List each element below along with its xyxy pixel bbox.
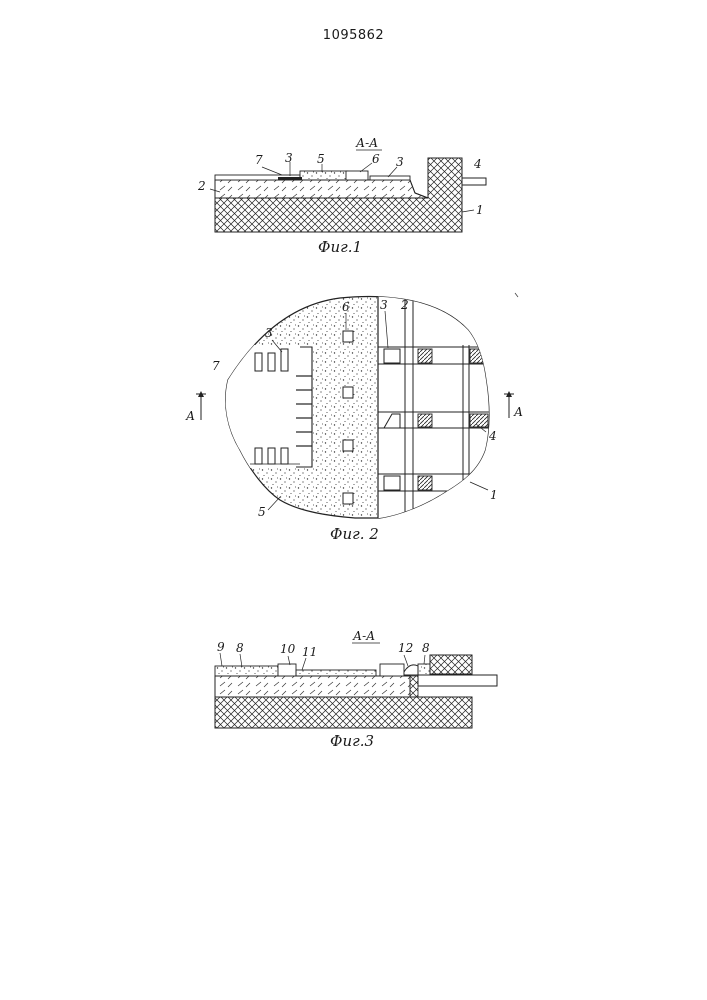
fig2-section-mark-right: А	[513, 405, 523, 419]
fig2-label-6: 6	[342, 300, 350, 314]
fig2-label-7: 7	[212, 359, 220, 373]
fig1-label-7: 7	[255, 153, 263, 167]
fig2-label-4: 4	[488, 429, 497, 443]
fig3-substrate	[215, 676, 410, 697]
fig3-caption: Фиг.3	[330, 732, 374, 750]
fig3-block	[430, 655, 472, 674]
fig3-label-11: 11	[302, 645, 317, 659]
fig3-layer-9	[215, 666, 278, 676]
fig1-label-2: 2	[197, 179, 206, 193]
fig3-label-12: 12	[398, 641, 413, 655]
fig2-pad-6	[343, 331, 353, 342]
fig3-label-9: 9	[217, 640, 225, 654]
fig2-label-5: 5	[258, 505, 266, 519]
fig1-label-5: 5	[317, 152, 325, 166]
fig2-label-2: 2	[400, 298, 409, 312]
fig1-contact-3b	[370, 176, 410, 180]
fig3-layer-8b	[418, 664, 430, 675]
fig1-pad-6	[346, 171, 368, 180]
fig3-base-layer	[215, 697, 472, 728]
fig2-contact-3	[384, 349, 400, 363]
fig2-terminal-4	[470, 414, 488, 427]
fig3-section-label: А-А	[352, 629, 375, 643]
figure-3: А-А 9 8 10 11 12 8 Фиг.3	[215, 629, 497, 750]
fig3-pad-10	[278, 664, 296, 676]
fig1-label-3b: 3	[396, 155, 404, 169]
fig3-label-8a: 8	[236, 641, 244, 655]
figure-2: А А 6 3 2 3 7 4 1 5 Фиг. 2	[185, 290, 523, 543]
fig2-label-1: 1	[490, 488, 498, 502]
fig3-layer-11	[296, 670, 376, 676]
fig1-substrate	[215, 180, 428, 198]
fig2-section-mark-left: А	[185, 409, 195, 423]
fig3-label-8b: 8	[422, 641, 430, 655]
fig1-layer-5	[300, 171, 348, 180]
fig3-label-10: 10	[280, 642, 296, 656]
fig3-terminal	[418, 675, 497, 686]
fig1-terminal-4	[462, 178, 486, 185]
fig1-label-4: 4	[473, 157, 482, 171]
fig1-section-label: А-А	[355, 136, 378, 150]
fig1-label-3a: 3	[285, 151, 293, 165]
fig1-label-1: 1	[476, 203, 484, 217]
fig1-label-6: 6	[372, 152, 380, 166]
fig2-label-3b: 3	[380, 298, 388, 312]
fig3-pad-12	[380, 664, 404, 676]
fig1-caption: Фиг.1	[318, 238, 362, 256]
fig2-label-3a: 3	[265, 326, 273, 340]
figure-1: А-А 7 3 5 6 3 4 2 1 Фиг.1	[197, 136, 486, 256]
fig1-contact-3a	[278, 177, 302, 180]
fig2-caption: Фиг. 2	[330, 525, 379, 543]
